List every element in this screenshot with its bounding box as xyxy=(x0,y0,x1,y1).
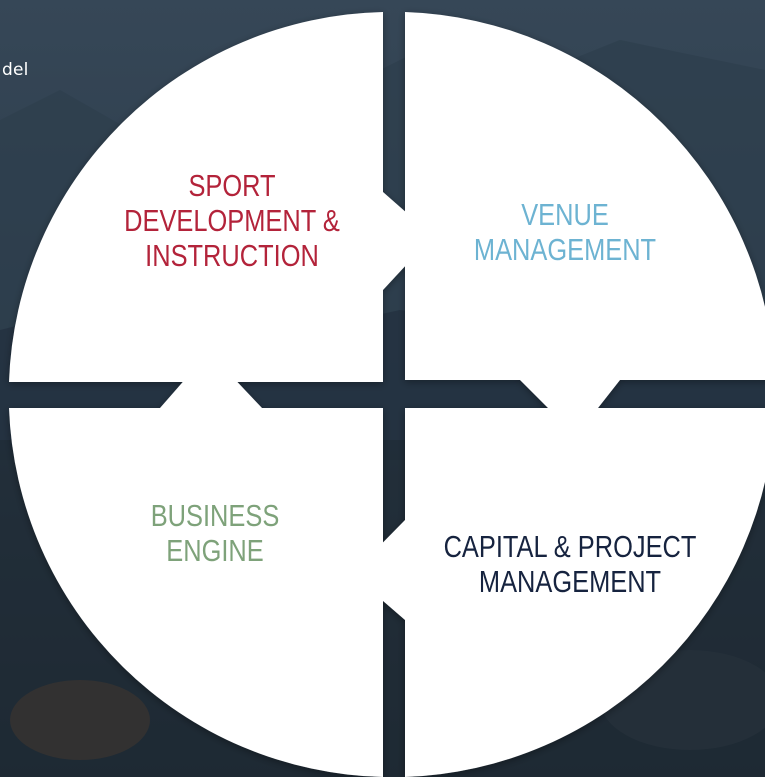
quadrant-business xyxy=(9,352,383,777)
label-business-line-2: ENGINE xyxy=(166,533,264,568)
label-business-line-1: BUSINESS xyxy=(150,498,280,533)
label-capital-line-1: CAPITAL & PROJECT xyxy=(443,529,697,564)
quadrant-venue xyxy=(405,12,765,436)
quadrant-capital xyxy=(352,408,765,777)
label-venue-line-2: MANAGEMENT xyxy=(473,232,657,267)
label-business-engine: BUSINESS ENGINE xyxy=(80,498,351,568)
intro-text-fragment: del xyxy=(2,60,29,80)
label-sport-line-2: DEVELOPMENT & xyxy=(124,203,340,238)
quadrant-sport xyxy=(9,12,433,382)
label-sport-development: SPORT DEVELOPMENT & INSTRUCTION xyxy=(93,168,372,273)
label-capital-line-2: MANAGEMENT xyxy=(478,564,662,599)
label-sport-line-3: INSTRUCTION xyxy=(145,238,319,273)
label-capital-project: CAPITAL & PROJECT MANAGEMENT xyxy=(435,529,706,599)
label-sport-line-1: SPORT xyxy=(188,168,276,203)
label-venue-line-1: VENUE xyxy=(521,197,609,232)
label-venue-management: VENUE MANAGEMENT xyxy=(434,197,696,267)
